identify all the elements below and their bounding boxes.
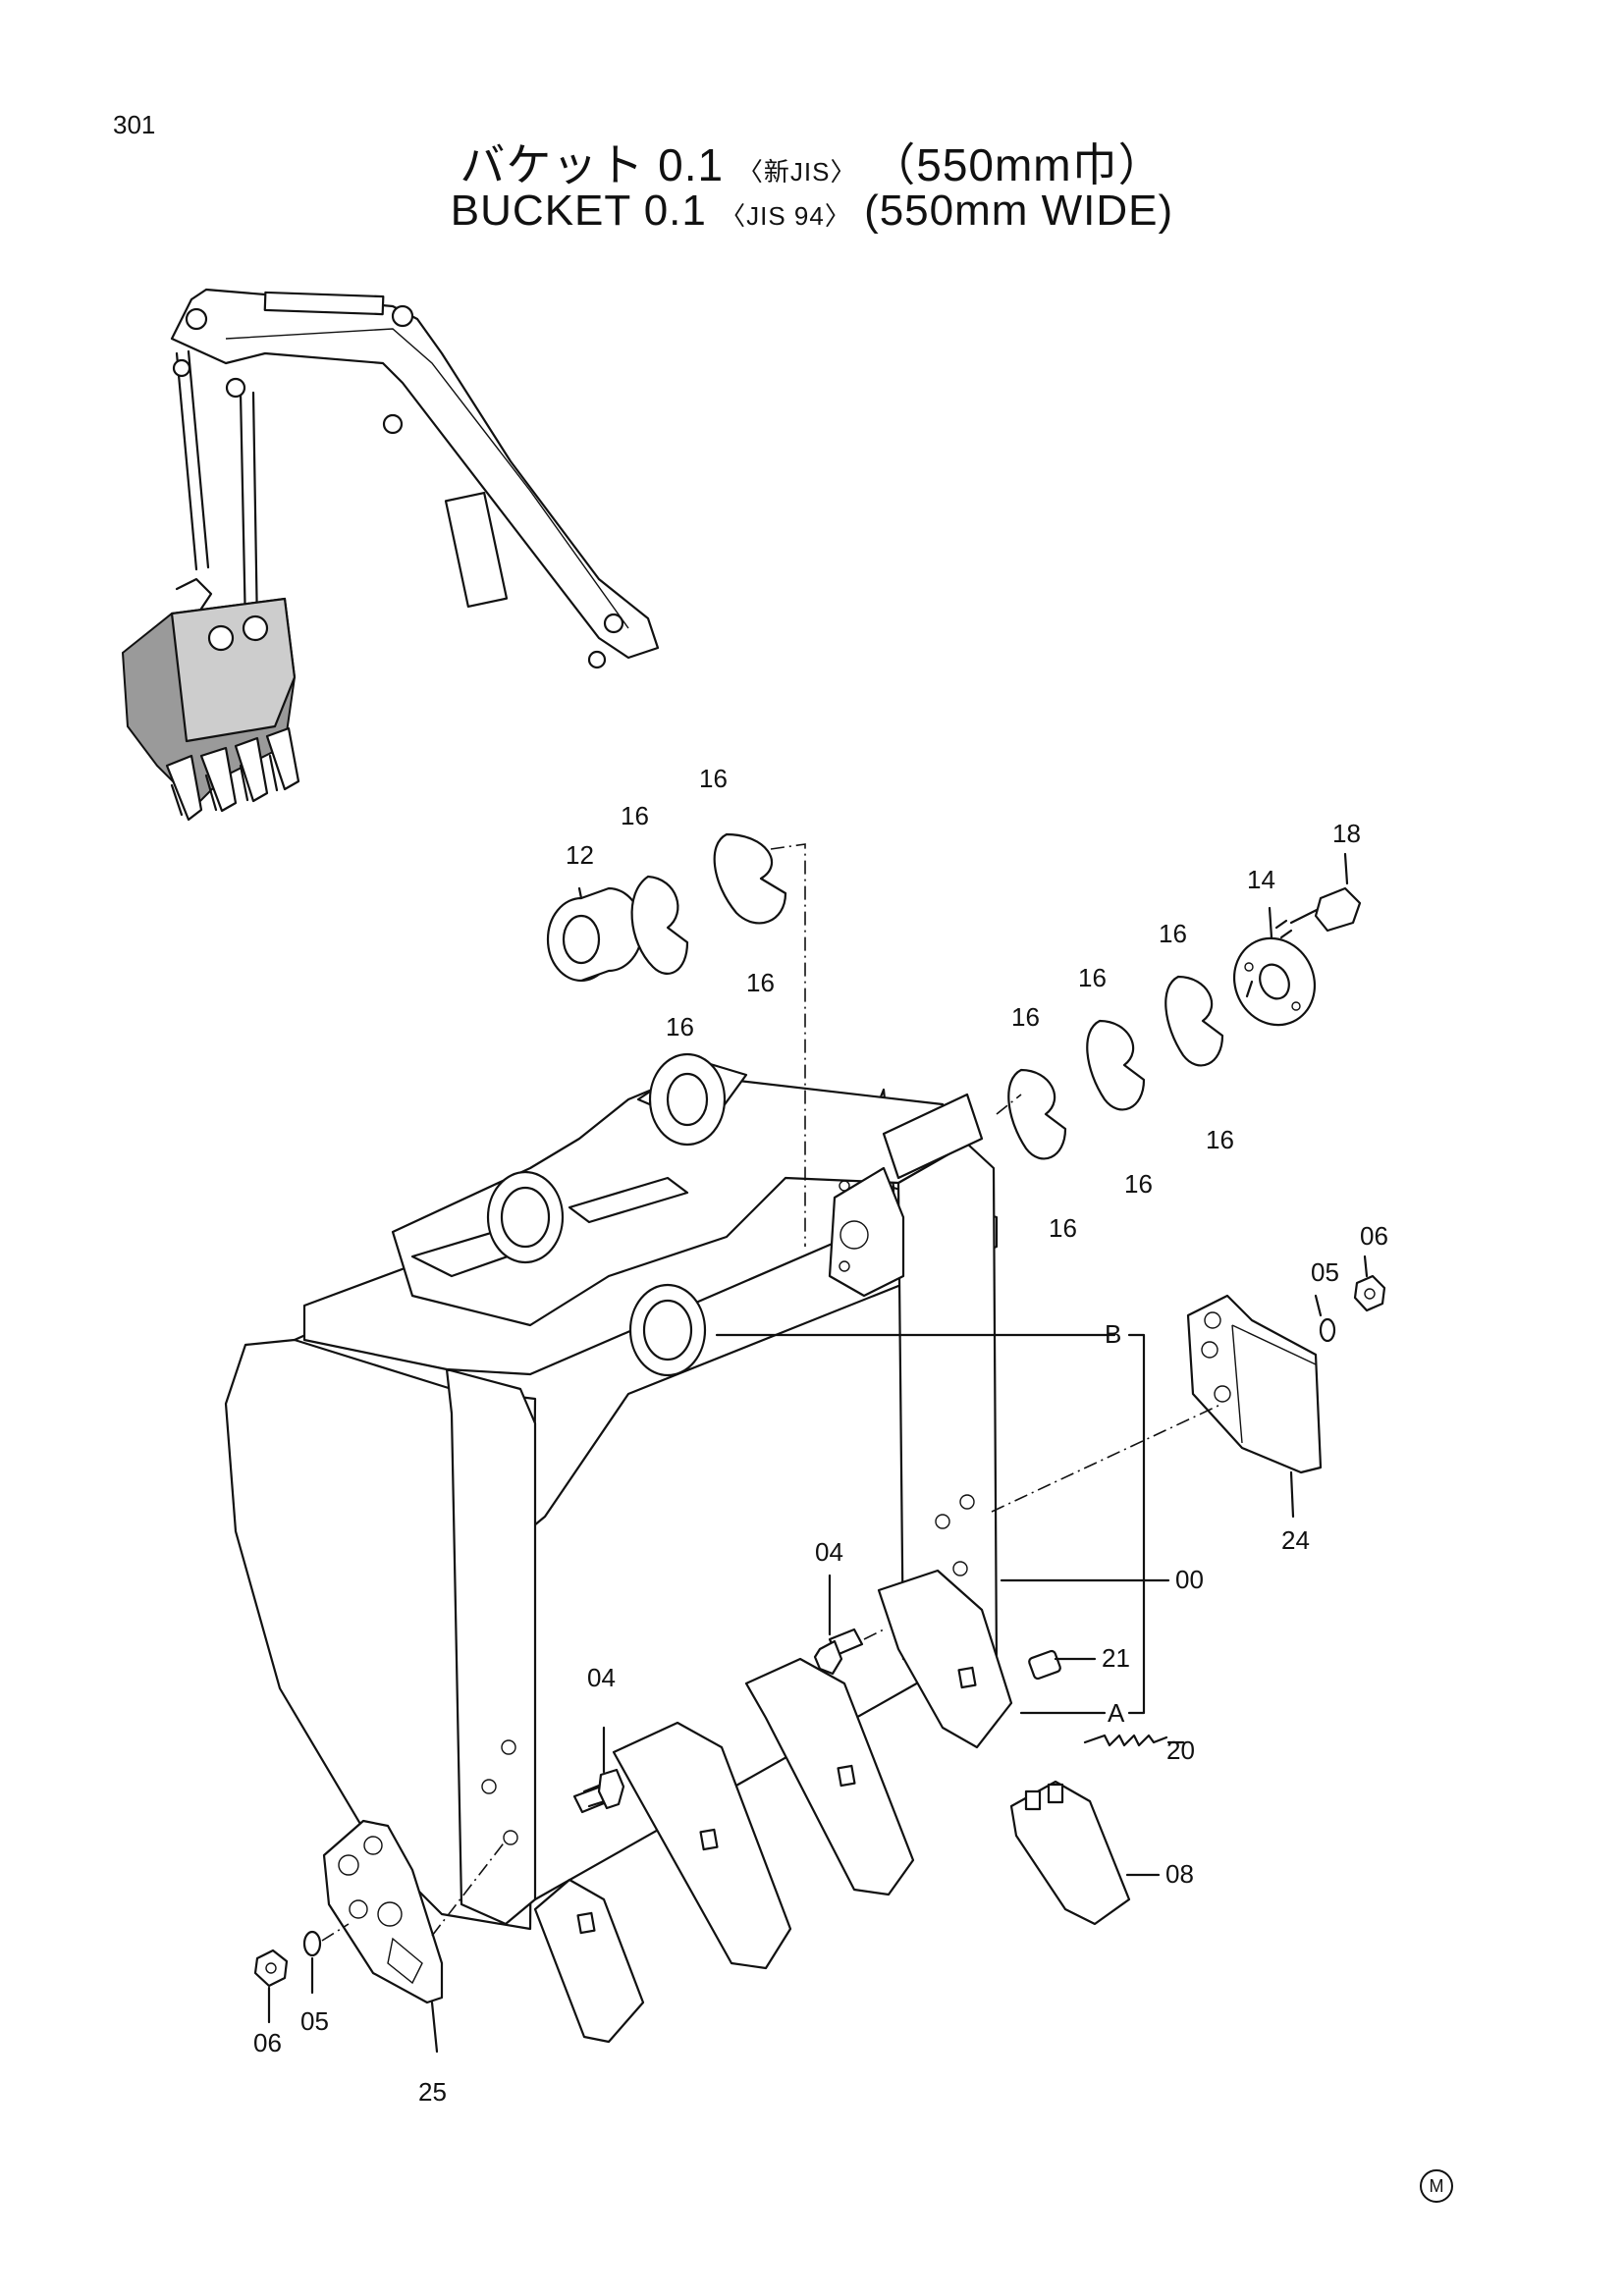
side-plate-hole bbox=[501, 1739, 516, 1755]
callout-21: 21 bbox=[1102, 1643, 1130, 1673]
bushing-12 bbox=[546, 886, 644, 983]
callout-12: 12 bbox=[566, 840, 594, 870]
boom-drawing bbox=[170, 288, 660, 669]
callout-20: 20 bbox=[1166, 1735, 1195, 1765]
washer-05-left bbox=[302, 1930, 322, 1957]
title-jp-spec: 〈新JIS〉 bbox=[736, 157, 857, 187]
side-cutter-24 bbox=[1186, 1294, 1323, 1474]
callout-16: 16 bbox=[699, 764, 728, 793]
callout-08: 08 bbox=[1165, 1859, 1194, 1889]
title-en-main: BUCKET 0.1 bbox=[450, 187, 707, 235]
title-en-spec: 〈JIS 94〉 bbox=[720, 201, 851, 231]
mounting-boss-front-bore bbox=[642, 1299, 693, 1362]
arm-cylinder-rods bbox=[172, 349, 259, 630]
link-bracket-bore bbox=[839, 1220, 869, 1250]
bucket-tooth bbox=[744, 1657, 915, 1896]
nut-06-left bbox=[253, 1949, 289, 1988]
bolt-04-right bbox=[813, 1628, 864, 1676]
bucket-tooth bbox=[877, 1569, 1013, 1749]
tooth-pin bbox=[1083, 1734, 1168, 1747]
washer-05-right bbox=[1319, 1317, 1336, 1343]
bucket-rear-bracket bbox=[391, 1073, 969, 1327]
callout-labels: 12 16 16 16 16 16 16 16 16 16 16 14 18 0… bbox=[253, 764, 1388, 2107]
title-jp-width: （550mm巾） bbox=[870, 139, 1164, 190]
bucket-main bbox=[224, 1052, 999, 1931]
bucket-side-plate-front bbox=[445, 1367, 537, 1926]
callout-06: 06 bbox=[1360, 1221, 1388, 1251]
callout-16: 16 bbox=[1049, 1213, 1077, 1243]
title-en-width: (550mm WIDE) bbox=[864, 187, 1174, 235]
callout-16: 16 bbox=[621, 801, 649, 830]
nut-06-right bbox=[1353, 1274, 1386, 1312]
link-bracket-hole bbox=[839, 1180, 850, 1192]
callout-16: 16 bbox=[1011, 1002, 1040, 1032]
m-mark: M bbox=[1420, 2169, 1453, 2203]
side-plate-hole bbox=[935, 1514, 950, 1529]
side-plate-hole bbox=[952, 1561, 968, 1576]
callout-A: A bbox=[1108, 1698, 1125, 1728]
callout-16: 16 bbox=[666, 1012, 694, 1041]
overview-bucket bbox=[121, 577, 300, 822]
callout-06: 06 bbox=[253, 2028, 282, 2057]
tooth-lock bbox=[1028, 1649, 1061, 1681]
bucket-top-rib bbox=[568, 1176, 689, 1224]
callout-05: 05 bbox=[300, 2006, 329, 2036]
callout-00: 00 bbox=[1175, 1565, 1204, 1594]
title-jp-main: バケット 0.1 bbox=[460, 139, 725, 190]
callout-16: 16 bbox=[1206, 1125, 1234, 1154]
mounting-boss-rear-bore bbox=[666, 1072, 709, 1127]
excavator-arm-overview bbox=[121, 288, 660, 822]
callout-04: 04 bbox=[587, 1663, 616, 1692]
callout-16: 16 bbox=[746, 968, 775, 997]
callout-B: B bbox=[1105, 1319, 1121, 1349]
callout-04: 04 bbox=[815, 1537, 843, 1567]
title-japanese: バケット 0.1 〈新JIS〉 （550mm巾） bbox=[0, 130, 1624, 194]
callout-16: 16 bbox=[1124, 1169, 1153, 1199]
page-number: 301 bbox=[113, 110, 156, 139]
bucket-tooth bbox=[533, 1878, 645, 2044]
mounting-boss-left-bore bbox=[500, 1186, 551, 1249]
title-english: BUCKET 0.1 〈JIS 94〉 (550mm WIDE) bbox=[0, 187, 1624, 236]
callout-16: 16 bbox=[1078, 963, 1107, 992]
bolt-04-left bbox=[572, 1768, 625, 1814]
bucket-tooth bbox=[612, 1721, 792, 1970]
callout-24: 24 bbox=[1281, 1525, 1310, 1555]
washer-14 bbox=[1232, 936, 1317, 1027]
callout-16: 16 bbox=[1159, 919, 1187, 948]
callout-14: 14 bbox=[1247, 865, 1275, 894]
callout-05: 05 bbox=[1311, 1257, 1339, 1287]
link-bracket-hole bbox=[839, 1260, 850, 1272]
side-cutter-25 bbox=[322, 1819, 444, 2004]
callout-18: 18 bbox=[1332, 819, 1361, 848]
leader-lines bbox=[267, 843, 1369, 2054]
shim-ring-16 bbox=[630, 832, 1224, 1160]
bucket-pin-tube bbox=[882, 1093, 984, 1180]
side-plate-hole bbox=[959, 1494, 975, 1510]
side-plate-hole bbox=[481, 1779, 497, 1794]
tooth-exploded bbox=[1009, 1780, 1131, 1926]
callout-25: 25 bbox=[418, 2077, 447, 2107]
side-plate-hole bbox=[503, 1830, 518, 1845]
bucket-teeth bbox=[533, 1569, 1168, 2044]
bolt-18 bbox=[1274, 886, 1362, 939]
